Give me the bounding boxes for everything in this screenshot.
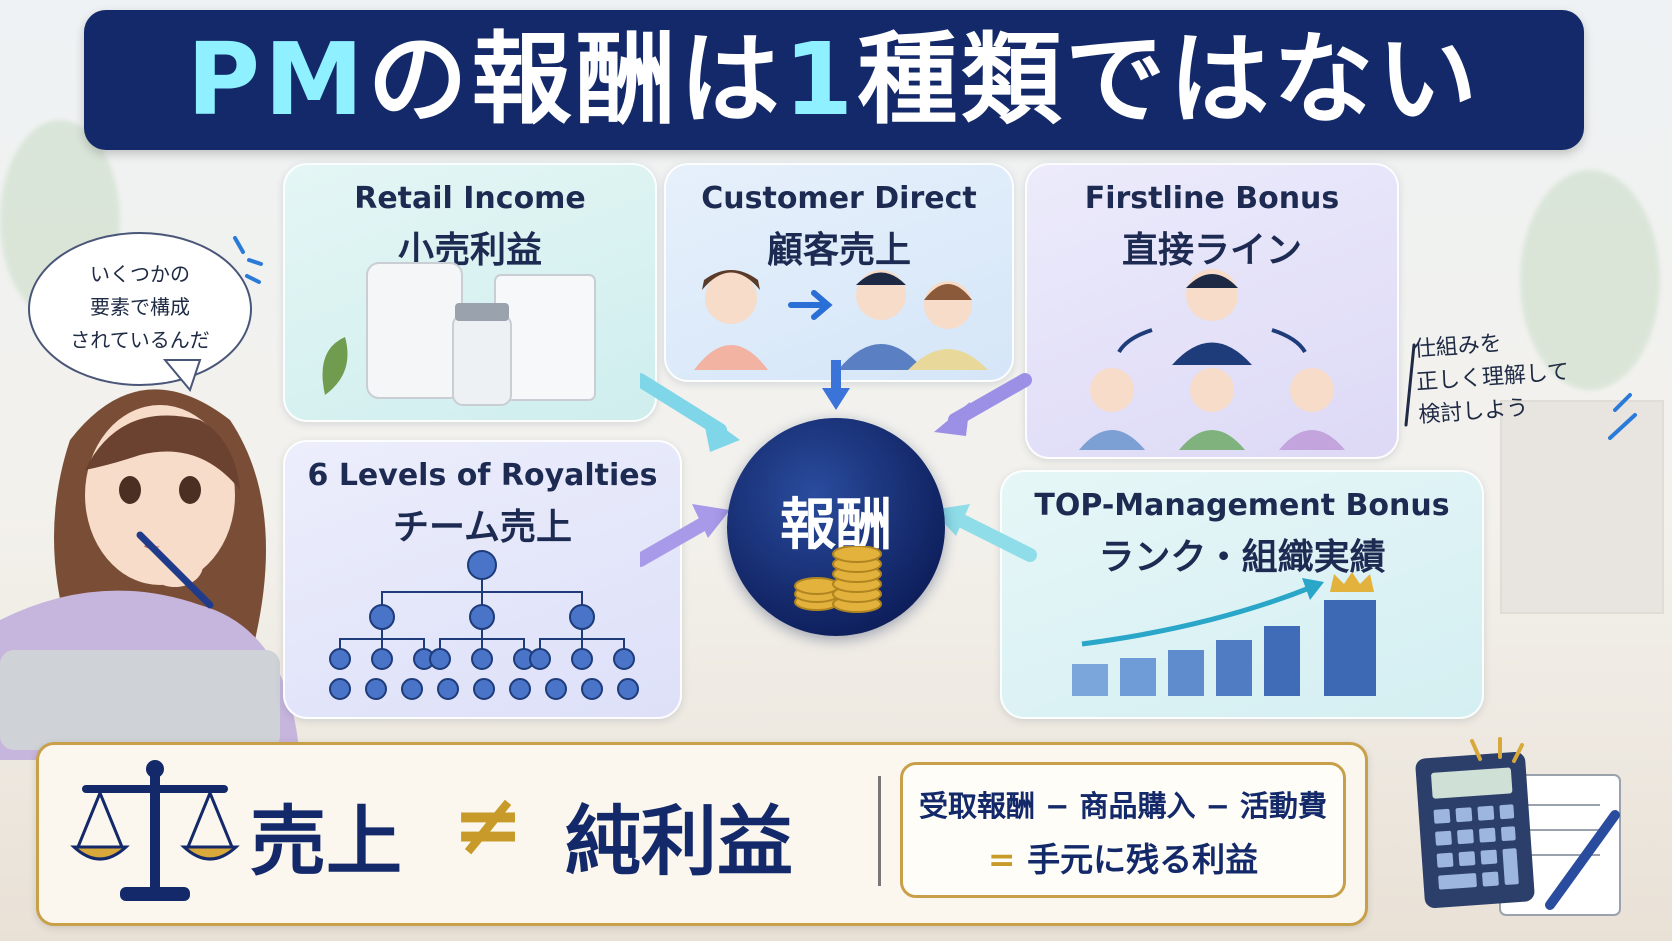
- speech-bubble-tail: [162, 359, 202, 393]
- background-shelf: [1500, 400, 1664, 614]
- title-banner: PMの報酬は1種類ではない: [84, 10, 1584, 150]
- title-middle: の報酬は: [367, 21, 784, 138]
- page-title: PMの報酬は1種類ではない: [187, 30, 1481, 130]
- card-title-en: Customer Direct: [701, 181, 977, 216]
- card-retail-income: Retail Income 小売利益: [283, 163, 657, 422]
- side-note: 仕組みを 正しく理解して 検討しよう: [1413, 323, 1573, 432]
- firstline-hierarchy-icon: [1079, 269, 1345, 450]
- calculator-icon: [1415, 737, 1621, 916]
- balance-scale-icon: [70, 760, 240, 901]
- speech-bubble: いくつかの 要素で構成 されているんだ: [28, 232, 252, 386]
- card-royalties: 6 Levels of Royalties チーム売上: [283, 440, 682, 719]
- bracket-line-icon: [1404, 343, 1416, 427]
- card-firstline-bonus: Firstline Bonus 直接ライン: [1025, 163, 1399, 459]
- card-title-jp: チーム売上: [393, 507, 572, 548]
- speech-line: 要素で構成: [90, 295, 190, 319]
- coins-icon: [794, 546, 882, 613]
- customer-people-icon: [694, 270, 988, 370]
- card-title-jp: 顧客売上: [766, 230, 911, 271]
- product-packages-icon: [322, 262, 596, 406]
- speech-line: されているんだ: [70, 328, 210, 352]
- title-rest: 種類ではない: [857, 21, 1482, 138]
- formula-line-2: = 手元に残る利益: [903, 833, 1343, 881]
- card-title-en: 6 Levels of Royalties: [307, 458, 658, 493]
- emphasis-lines-icon: [1608, 393, 1637, 440]
- card-top-management-bonus: TOP-Management Bonus ランク・組織実績: [1000, 470, 1484, 719]
- flow-arrows: [640, 360, 1037, 567]
- net-profit-label: 純利益: [565, 797, 793, 886]
- card-title-en: Retail Income: [354, 181, 586, 216]
- title-pm: PM: [186, 21, 368, 138]
- team-tree-icon: [329, 550, 639, 700]
- formula-equals: =: [987, 840, 1016, 879]
- card-title-en: TOP-Management Bonus: [1034, 488, 1450, 523]
- growth-bar-chart-icon: [1072, 572, 1376, 696]
- not-equal-sign: ≠: [452, 775, 525, 875]
- card-customer-direct: Customer Direct 顧客売上: [664, 163, 1014, 382]
- card-title-en: Firstline Bonus: [1084, 181, 1340, 216]
- card-title-jp: ランク・組織実績: [1098, 537, 1386, 578]
- laptop: [0, 650, 280, 750]
- formula-result: 手元に残る利益: [1027, 840, 1259, 879]
- profit-formula-box: 受取報酬 − 商品購入 − 活動費 = 手元に残る利益: [900, 762, 1346, 898]
- card-title-jp: 直接ライン: [1121, 230, 1302, 271]
- formula-line-1: 受取報酬 − 商品購入 − 活動費: [919, 789, 1327, 823]
- reward-center-circle: 報酬: [727, 418, 945, 636]
- emphasis-lines-icon: [233, 236, 263, 284]
- background-plant: [1520, 170, 1660, 390]
- speech-line: いくつかの: [90, 262, 190, 286]
- divider: [878, 776, 881, 886]
- title-number: 1: [783, 21, 858, 138]
- sales-label: 売上: [250, 797, 402, 886]
